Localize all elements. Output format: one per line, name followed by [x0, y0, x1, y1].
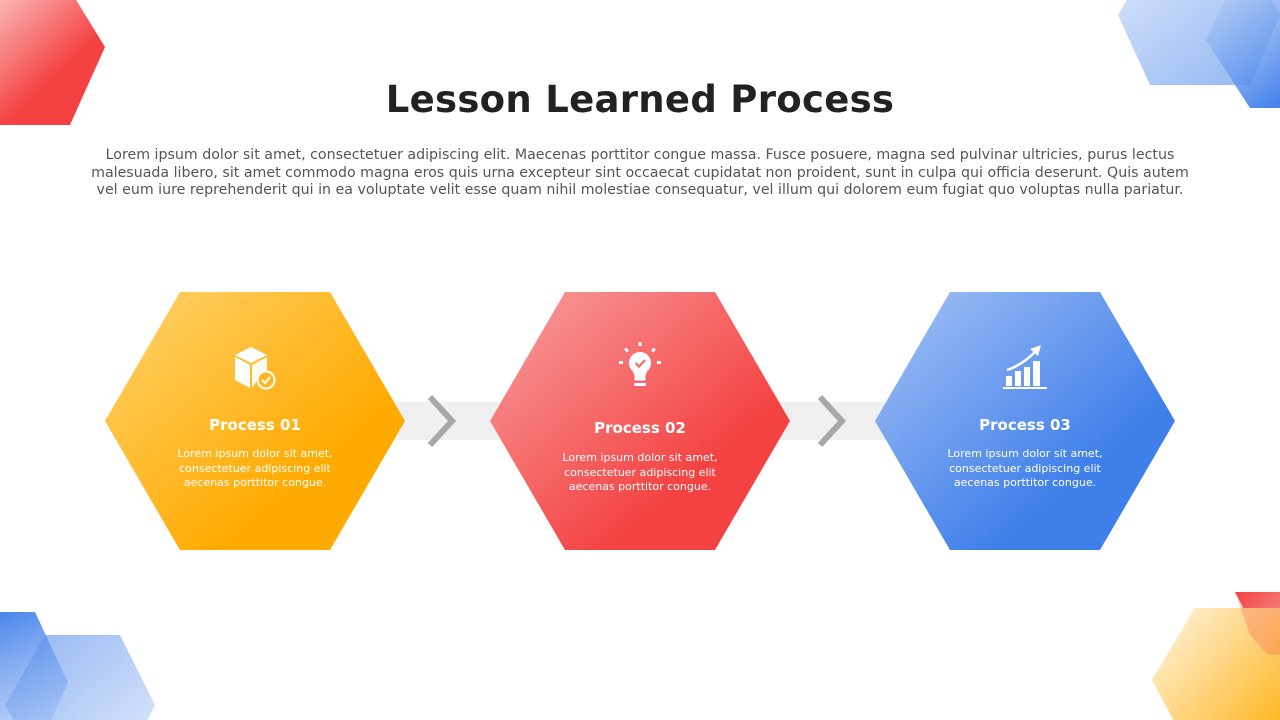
- process-step-3: Process 03 Lorem ipsum dolor sit amet, c…: [875, 292, 1175, 550]
- step-description: Lorem ipsum dolor sit amet, consectetuer…: [177, 447, 333, 489]
- box-check-icon: [235, 347, 276, 390]
- process-step-2: Process 02 Lorem ipsum dolor sit amet, c…: [490, 292, 790, 550]
- step-label: Process 03: [979, 416, 1071, 434]
- lightbulb-check-icon: [619, 342, 661, 386]
- step-description: Lorem ipsum dolor sit amet, consectetuer…: [947, 447, 1103, 489]
- hexagon-blue: [875, 292, 1175, 550]
- step-label: Process 02: [594, 419, 686, 437]
- hexagon-orange: [105, 292, 405, 550]
- chevron-right-icon: [817, 394, 847, 448]
- growth-chart-icon: [1003, 345, 1047, 389]
- step-description: Lorem ipsum dolor sit amet, consectetuer…: [562, 451, 718, 493]
- corner-hexagon-top-left: [0, 0, 105, 125]
- slide-title: Lesson Learned Process: [385, 78, 895, 121]
- process-step-1: Process 01 Lorem ipsum dolor sit amet, c…: [105, 292, 405, 550]
- corner-hexagons-bottom-right: [1152, 592, 1280, 720]
- chevron-right-icon: [427, 394, 457, 448]
- corner-hexagons-bottom-left: [0, 612, 155, 720]
- hexagon-red: [490, 292, 790, 550]
- corner-hexagons-top-right: [1118, 0, 1280, 108]
- slide-subtitle: Lorem ipsum dolor sit amet, consectetuer…: [91, 147, 1189, 198]
- step-label: Process 01: [209, 416, 301, 434]
